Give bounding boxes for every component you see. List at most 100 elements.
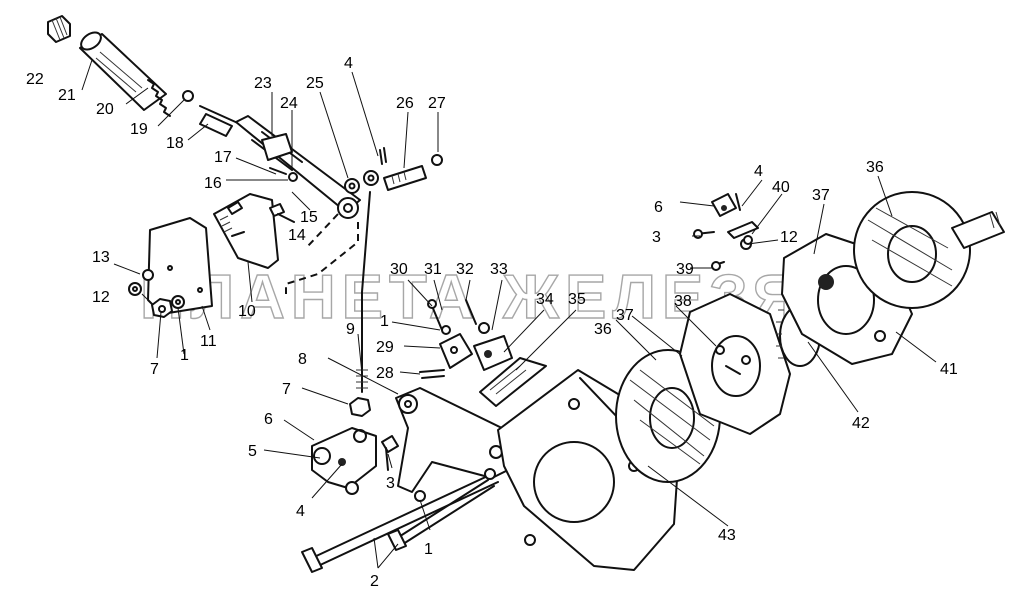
callout-12-right: 12 — [780, 229, 798, 246]
washer-12 — [128, 282, 142, 296]
callout-17: 17 — [214, 149, 232, 166]
callout-10: 10 — [238, 303, 256, 320]
spring-20 — [147, 79, 171, 117]
knob-22 — [47, 15, 71, 43]
callout-20: 20 — [96, 101, 114, 118]
washer-12b — [743, 235, 753, 245]
callout-38: 38 — [674, 293, 692, 310]
split-ring-27 — [431, 154, 443, 166]
callout-22: 22 — [26, 71, 44, 88]
handle-assembly — [47, 15, 443, 294]
grip-21 — [79, 31, 167, 111]
callout-3-right: 3 — [652, 229, 661, 246]
callout-1-left: 1 — [180, 347, 189, 364]
clevis-6 — [311, 427, 377, 495]
callout-1-mid: 1 — [380, 313, 389, 330]
callout-4-lower: 4 — [296, 503, 305, 520]
callout-19: 19 — [130, 121, 148, 138]
lever-8 — [395, 387, 517, 493]
callout-14: 14 — [288, 227, 306, 244]
washer-1c — [414, 490, 426, 502]
callout-4-right: 4 — [754, 163, 763, 180]
bolt-30-31 — [427, 299, 451, 335]
bolt-14 — [269, 203, 295, 223]
callout-5: 5 — [248, 443, 257, 460]
callout-33: 33 — [490, 261, 508, 278]
cotter-pin-4 — [379, 147, 387, 165]
callout-37-rear: 37 — [812, 187, 830, 204]
brake-disc-36b — [853, 191, 1005, 309]
callout-6-right: 6 — [654, 199, 663, 216]
pin-26 — [383, 165, 427, 191]
callout-6-lower: 6 — [264, 411, 273, 428]
screw-32 — [465, 299, 490, 334]
callout-34: 34 — [536, 291, 554, 308]
callout-42: 42 — [852, 415, 870, 432]
rod-18 — [199, 105, 241, 137]
nut-7b — [349, 397, 371, 417]
callout-labels: 22 21 20 19 18 23 24 25 4 26 27 17 16 15… — [26, 55, 958, 590]
callout-4-top: 4 — [344, 55, 353, 72]
washer-25b — [363, 170, 379, 186]
callout-23: 23 — [254, 75, 272, 92]
callout-30: 30 — [390, 261, 408, 278]
callout-18: 18 — [166, 135, 184, 152]
washer-13 — [142, 269, 154, 281]
callout-31: 31 — [424, 261, 442, 278]
plate-34 — [479, 357, 547, 407]
shaft-end — [951, 211, 1005, 249]
callout-2: 2 — [370, 573, 379, 590]
callout-36-rear: 36 — [866, 159, 884, 176]
washer-19 — [182, 90, 194, 102]
bolt-3b — [693, 229, 715, 239]
washer-1d — [484, 468, 496, 480]
bolt-3 — [381, 435, 399, 471]
callout-37-front: 37 — [616, 307, 634, 324]
callout-8: 8 — [298, 351, 307, 368]
callout-12-left: 12 — [92, 289, 110, 306]
leader-lines — [81, 59, 937, 569]
callout-40: 40 — [772, 179, 790, 196]
callout-15: 15 — [300, 209, 318, 226]
nut-39 — [711, 261, 725, 271]
long-bolt-2b — [387, 479, 495, 551]
callout-3-lower: 3 — [386, 475, 395, 492]
callout-16: 16 — [204, 175, 222, 192]
callout-25: 25 — [306, 75, 324, 92]
shoe-plate-37 — [679, 293, 791, 435]
washer-25 — [344, 178, 360, 194]
lever-40 — [727, 221, 759, 250]
mounting-plate-assembly — [128, 217, 213, 318]
lower-linkage — [301, 427, 499, 573]
bracket-29 — [439, 333, 473, 369]
upper-right-linkage — [693, 193, 759, 271]
pin-17 — [269, 167, 287, 175]
clevis-6b — [711, 193, 737, 217]
callout-24: 24 — [280, 95, 298, 112]
washer-1 — [171, 295, 185, 309]
callout-21: 21 — [58, 87, 76, 104]
nut-7 — [151, 298, 173, 318]
callout-7-lower: 7 — [282, 381, 291, 398]
clevis-33 — [473, 335, 513, 371]
callout-28: 28 — [376, 365, 394, 382]
pin-16 — [288, 172, 298, 182]
callout-26: 26 — [396, 95, 414, 112]
callout-9: 9 — [346, 321, 355, 338]
callout-1-lower: 1 — [424, 541, 433, 558]
long-bolt-2a — [301, 473, 499, 573]
callout-36-front: 36 — [594, 321, 612, 338]
rod-assembly — [349, 191, 547, 493]
callout-35: 35 — [568, 291, 586, 308]
callout-43: 43 — [718, 527, 736, 544]
dashed-assembly-lines — [285, 213, 359, 294]
ratchet-sector-15 — [213, 193, 279, 269]
rod-9 — [361, 191, 371, 393]
callout-13: 13 — [92, 249, 110, 266]
callout-39: 39 — [676, 261, 694, 278]
callout-32: 32 — [456, 261, 474, 278]
callout-29: 29 — [376, 339, 394, 356]
callout-41: 41 — [940, 361, 958, 378]
callout-27: 27 — [428, 95, 446, 112]
